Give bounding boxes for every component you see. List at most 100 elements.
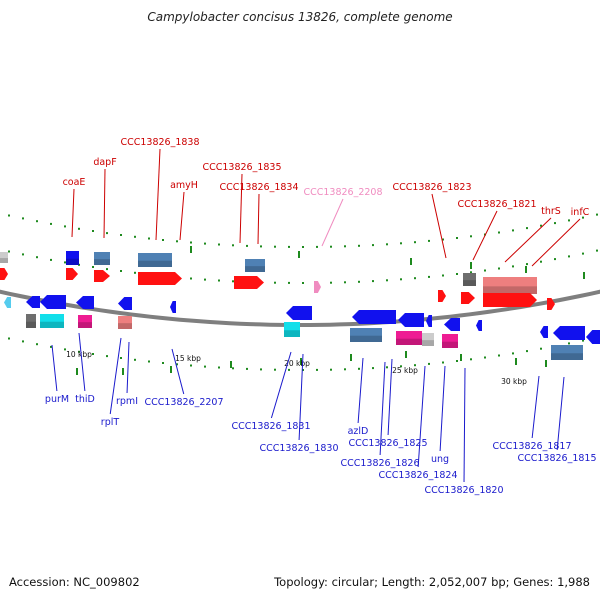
gene-box-shade bbox=[284, 330, 300, 337]
tick-dot-forward-inner bbox=[344, 281, 346, 284]
gene-box bbox=[26, 314, 36, 328]
gene-box-shade bbox=[396, 338, 422, 345]
tick-dot-forward-inner bbox=[288, 281, 290, 284]
reverse-gene bbox=[40, 295, 66, 309]
scale-label: 15 kbp bbox=[175, 354, 201, 363]
reverse-gene bbox=[398, 313, 424, 327]
gene-label-rplt: rplT bbox=[101, 417, 120, 428]
tick-dot-forward-inner bbox=[22, 253, 24, 256]
tick-dot-forward-inner bbox=[456, 273, 458, 275]
tick-dot-reverse-inner bbox=[134, 358, 136, 361]
leader-line bbox=[51, 344, 58, 392]
reverse-gene bbox=[426, 315, 432, 327]
tick-dot-forward-inner bbox=[554, 258, 556, 261]
gene-box-shade bbox=[245, 266, 265, 272]
tick-dot-reverse-inner bbox=[386, 366, 388, 369]
reverse-gene bbox=[4, 297, 11, 308]
tick-dot-outer bbox=[218, 243, 220, 246]
gene-label-ccc13826_1824: CCC13826_1824 bbox=[378, 470, 457, 481]
gene-label-azld: azlD bbox=[348, 426, 369, 437]
tick-dot-outer bbox=[134, 235, 136, 238]
gene-label-infc: infC bbox=[571, 207, 590, 218]
leader-line bbox=[321, 198, 344, 247]
tick-dot-forward-inner bbox=[372, 280, 374, 283]
tick-dot-reverse-inner bbox=[176, 363, 178, 366]
tick-dot-forward-inner bbox=[582, 252, 584, 255]
gene-box bbox=[422, 333, 434, 346]
tick-dot-outer bbox=[512, 229, 514, 232]
map-title: Campylobacter concisus 13826, complete g… bbox=[147, 10, 453, 24]
tick-dot-reverse-inner bbox=[400, 365, 402, 368]
tick-dot-outer bbox=[526, 227, 528, 230]
tick-dot-outer bbox=[428, 239, 430, 242]
tick-dot-reverse-inner bbox=[442, 361, 444, 364]
gene-box-shade bbox=[26, 321, 36, 328]
leader-line bbox=[387, 358, 393, 436]
gene-box bbox=[551, 345, 583, 360]
reverse-gene bbox=[26, 296, 40, 308]
leader-line bbox=[109, 337, 122, 415]
major-tick bbox=[515, 358, 517, 365]
leader-line bbox=[472, 210, 498, 261]
tick-dot-reverse-inner bbox=[288, 368, 290, 371]
forward-gene bbox=[94, 270, 110, 282]
major-tick bbox=[460, 354, 462, 361]
leader-line bbox=[78, 332, 86, 392]
major-tick bbox=[405, 351, 407, 358]
gene-label-ccc13826_2207: CCC13826_2207 bbox=[144, 397, 223, 408]
tick-dot-outer bbox=[596, 213, 598, 216]
tick-dot-outer bbox=[582, 216, 584, 219]
gene-label-thrs: thrS bbox=[541, 206, 561, 217]
tick-dot-reverse-inner bbox=[232, 367, 234, 370]
reverse-gene bbox=[118, 297, 132, 310]
tick-dot-outer bbox=[498, 231, 500, 234]
genome-summary-text: Topology: circular; Length: 2,052,007 bp… bbox=[274, 575, 590, 589]
gene-box bbox=[396, 331, 422, 345]
tick-dot-forward-inner bbox=[470, 271, 472, 274]
gene-box-shade bbox=[350, 335, 382, 342]
tick-dot-reverse-inner bbox=[22, 340, 24, 343]
reverse-gene bbox=[352, 310, 396, 324]
leader-line bbox=[531, 218, 581, 267]
leader-line bbox=[379, 361, 386, 456]
tick-dot-forward-inner bbox=[484, 269, 486, 272]
major-tick bbox=[298, 251, 300, 258]
tick-dot-outer bbox=[260, 245, 262, 248]
scale-label: 30 kbp bbox=[501, 377, 527, 386]
tick-dot-reverse-inner bbox=[344, 368, 346, 371]
leader-line bbox=[531, 375, 540, 439]
gene-label-ccc13826_1820: CCC13826_1820 bbox=[424, 485, 503, 496]
tick-dot-outer bbox=[274, 245, 276, 248]
gene-box-shade bbox=[442, 341, 458, 348]
gene-label-coae: coaE bbox=[63, 177, 86, 188]
tick-dot-reverse-inner bbox=[274, 368, 276, 371]
reverse-gene bbox=[170, 301, 176, 313]
leader-line bbox=[417, 365, 426, 468]
gene-box-shade bbox=[422, 340, 434, 346]
gene-label-ccc13826_1825: CCC13826_1825 bbox=[348, 438, 427, 449]
gene-box-shade bbox=[463, 280, 476, 286]
tick-dot-reverse-inner bbox=[120, 357, 122, 359]
leader-line bbox=[103, 168, 106, 239]
tick-dot-outer bbox=[540, 224, 542, 227]
gene-box bbox=[463, 273, 476, 286]
major-tick bbox=[190, 246, 192, 253]
tick-dot-reverse-inner bbox=[512, 352, 514, 355]
major-tick bbox=[525, 266, 527, 273]
gene-label-thid: thiD bbox=[75, 394, 95, 405]
gene-label-rpmi: rpmI bbox=[116, 396, 138, 407]
forward-gene bbox=[547, 298, 555, 310]
major-tick bbox=[545, 360, 547, 367]
tick-dot-outer bbox=[50, 222, 52, 225]
tick-dot-forward-inner bbox=[190, 277, 192, 280]
tick-dot-forward-inner bbox=[414, 277, 416, 280]
tick-dot-forward-inner bbox=[302, 282, 304, 284]
scale-label: 25 kbp bbox=[392, 366, 418, 375]
gene-box bbox=[245, 259, 265, 272]
tick-dot-reverse-inner bbox=[316, 368, 318, 371]
gene-label-ccc13826_1835: CCC13826_1835 bbox=[202, 162, 281, 173]
leader-line bbox=[171, 348, 185, 395]
leader-line bbox=[431, 193, 447, 259]
gene-label-ccc13826_1838: CCC13826_1838 bbox=[120, 137, 199, 148]
